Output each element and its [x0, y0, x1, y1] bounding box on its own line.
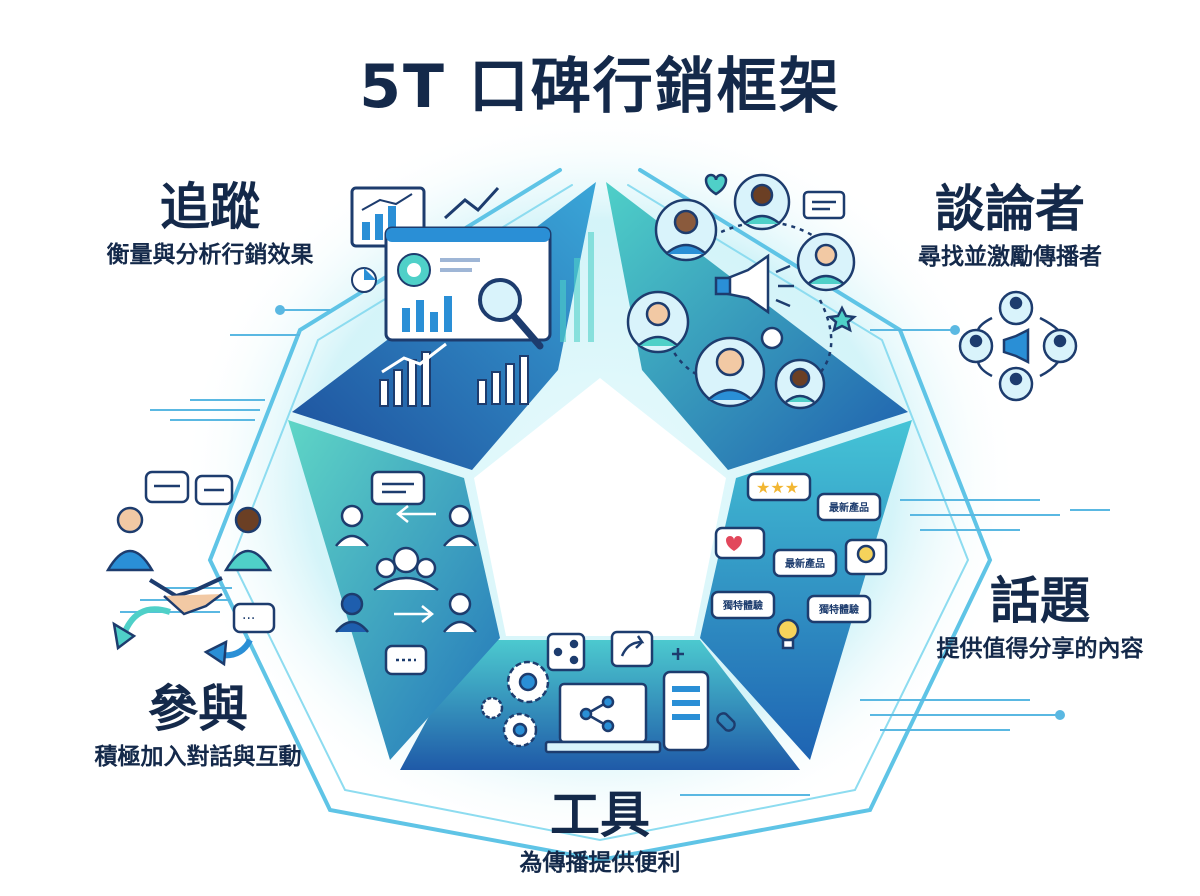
topics-subtitle: 提供值得分享的內容 — [936, 636, 1144, 662]
tools-icon-group — [480, 630, 736, 754]
talkers-title: 談論者 — [935, 180, 1085, 238]
topic-tag-3: 獨特體驗 — [722, 599, 763, 612]
center-star — [474, 378, 726, 636]
tracking-subtitle: 衡量與分析行銷效果 — [106, 242, 314, 268]
taking-part-subtitle: 積極加入對話與互動 — [94, 744, 302, 770]
tracking-title: 追蹤 — [160, 178, 260, 236]
topic-tag-2: 最新產品 — [785, 557, 825, 570]
topics-label: 話題 提供值得分享的內容 — [890, 572, 1190, 664]
participation-icon — [335, 470, 477, 676]
topics-title: 話題 — [990, 572, 1090, 630]
svg-text:···: ··· — [242, 611, 255, 627]
topic-tag-4: 獨特體驗 — [818, 603, 859, 616]
talkers-subtitle: 尋找並激勵傳播者 — [918, 244, 1102, 270]
taking-part-label: 參與 積極加入對話與互動 — [48, 680, 348, 772]
talker-network-icon — [958, 290, 1078, 402]
taking-part-title: 參與 — [148, 680, 248, 738]
svg-text:★★★: ★★★ — [756, 478, 799, 497]
tools-title: 工具 — [550, 786, 650, 844]
analytics-dashboard-icon — [350, 186, 594, 407]
outer-ring — [207, 168, 993, 863]
topic-bubbles-icon: ★★★ 最新產品 最新產品 獨特體驗 獨特體驗 — [710, 472, 888, 650]
tools-label: 工具 為傳播提供便利 — [450, 786, 750, 878]
topic-tag-1: 最新產品 — [829, 501, 869, 514]
tracking-label: 追蹤 衡量與分析行銷效果 — [60, 178, 360, 270]
people-network-icon — [626, 173, 858, 410]
talkers-label: 談論者 尋找並激勵傳播者 — [860, 180, 1160, 272]
circuit-lines-right — [680, 325, 1110, 796]
tools-subtitle: 為傳播提供便利 — [519, 850, 681, 876]
handshake-icon: ··· — [105, 470, 276, 667]
